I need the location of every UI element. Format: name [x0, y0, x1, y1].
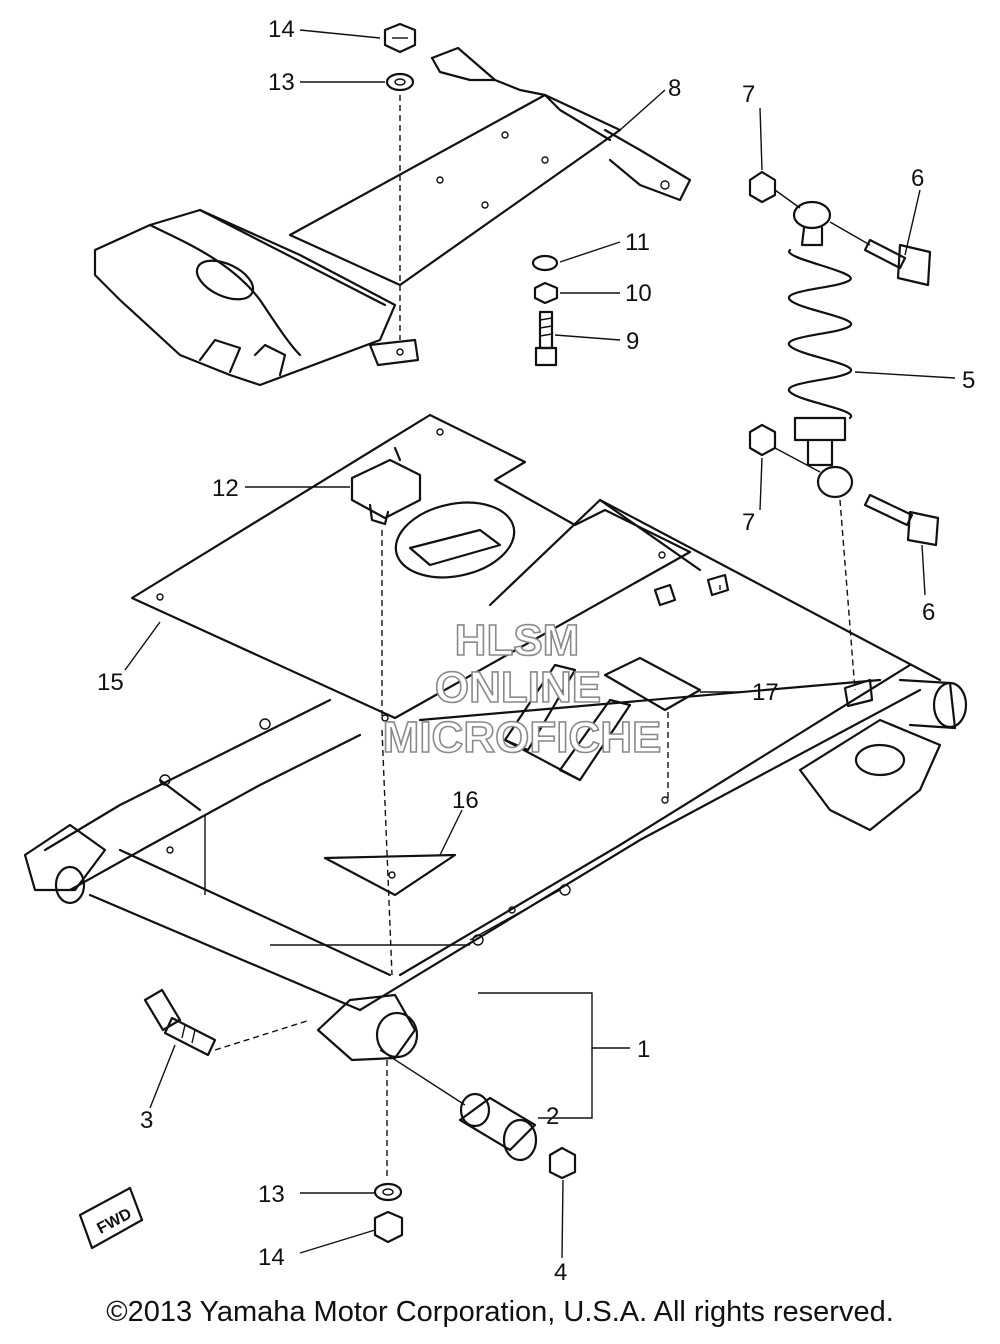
watermark: HLSM ONLINE MICROFICHE: [382, 615, 662, 763]
leader-lines: [124, 29, 956, 1259]
callout-9: 9: [626, 328, 639, 355]
callout-5: 5: [962, 367, 975, 394]
callout-1: 1: [637, 1036, 650, 1063]
shock-axis-upper: [774, 189, 801, 209]
watermark-line-3: MICROFICHE: [383, 713, 662, 762]
frame-part: [23, 498, 968, 1062]
nut-part-4: [548, 1146, 577, 1180]
callout-6-top: 6: [911, 165, 924, 192]
callout-8: 8: [668, 75, 681, 102]
callout-16: 16: [452, 787, 479, 814]
callout-15: 15: [97, 669, 124, 696]
callout-2: 2: [546, 1103, 559, 1130]
fwd-label: FWD: [94, 1206, 134, 1238]
callout-3: 3: [140, 1107, 153, 1134]
washer-upper: [385, 72, 415, 92]
callout-6-bottom: 6: [922, 599, 935, 626]
shock-nut-lower: [748, 423, 777, 457]
shock-axis-lower: [774, 447, 821, 473]
bracket-part-17: [603, 656, 702, 712]
callout-14-bottom: 14: [258, 1244, 285, 1271]
callout-10: 10: [625, 280, 652, 307]
callout-13-top: 13: [268, 69, 295, 96]
callout-17: 17: [752, 679, 779, 706]
shock-bolt-lower: [863, 493, 940, 547]
callout-4: 4: [554, 1259, 567, 1286]
bushing-part: [458, 1092, 538, 1162]
shock-bolt-upper: [863, 238, 932, 287]
callout-labels: 14 13 8 7 6 11 10 9 5 12 7 6 15 17 16 1 …: [97, 16, 975, 1286]
washer-part: [531, 254, 559, 272]
center-mount-line: [381, 729, 393, 976]
callout-14-top: 14: [268, 16, 295, 43]
fwd-direction-tag: FWD: [78, 1186, 144, 1250]
front-bolt-axis: [214, 1019, 311, 1051]
nut-part: [533, 281, 559, 305]
callout-13-bottom: 13: [258, 1181, 285, 1208]
shock-absorber-part: [787, 200, 854, 499]
shock-mount-line: [839, 499, 856, 691]
nut-upper: [383, 22, 417, 54]
callout-11: 11: [625, 229, 650, 256]
watermark-line-1: HLSM: [455, 616, 580, 665]
watermark-line-2: ONLINE: [435, 663, 601, 712]
callout-7-bottom: 7: [742, 509, 755, 536]
upper-frame-part: [93, 46, 692, 387]
callout-7-top: 7: [742, 81, 755, 108]
washer-lower: [373, 1182, 403, 1202]
front-bolt-part: [143, 988, 217, 1057]
shock-axis-upper-b: [829, 221, 871, 246]
bushing-axis: [379, 1049, 466, 1106]
gusset-part-16: [323, 853, 457, 897]
bolt-part: [534, 310, 558, 367]
copyright-notice: ©2013 Yamaha Motor Corporation, U.S.A. A…: [106, 1296, 894, 1328]
nut-lower: [373, 1210, 404, 1244]
block-part: [350, 446, 422, 526]
callout-12: 12: [212, 475, 239, 502]
shock-nut-upper: [748, 170, 777, 204]
